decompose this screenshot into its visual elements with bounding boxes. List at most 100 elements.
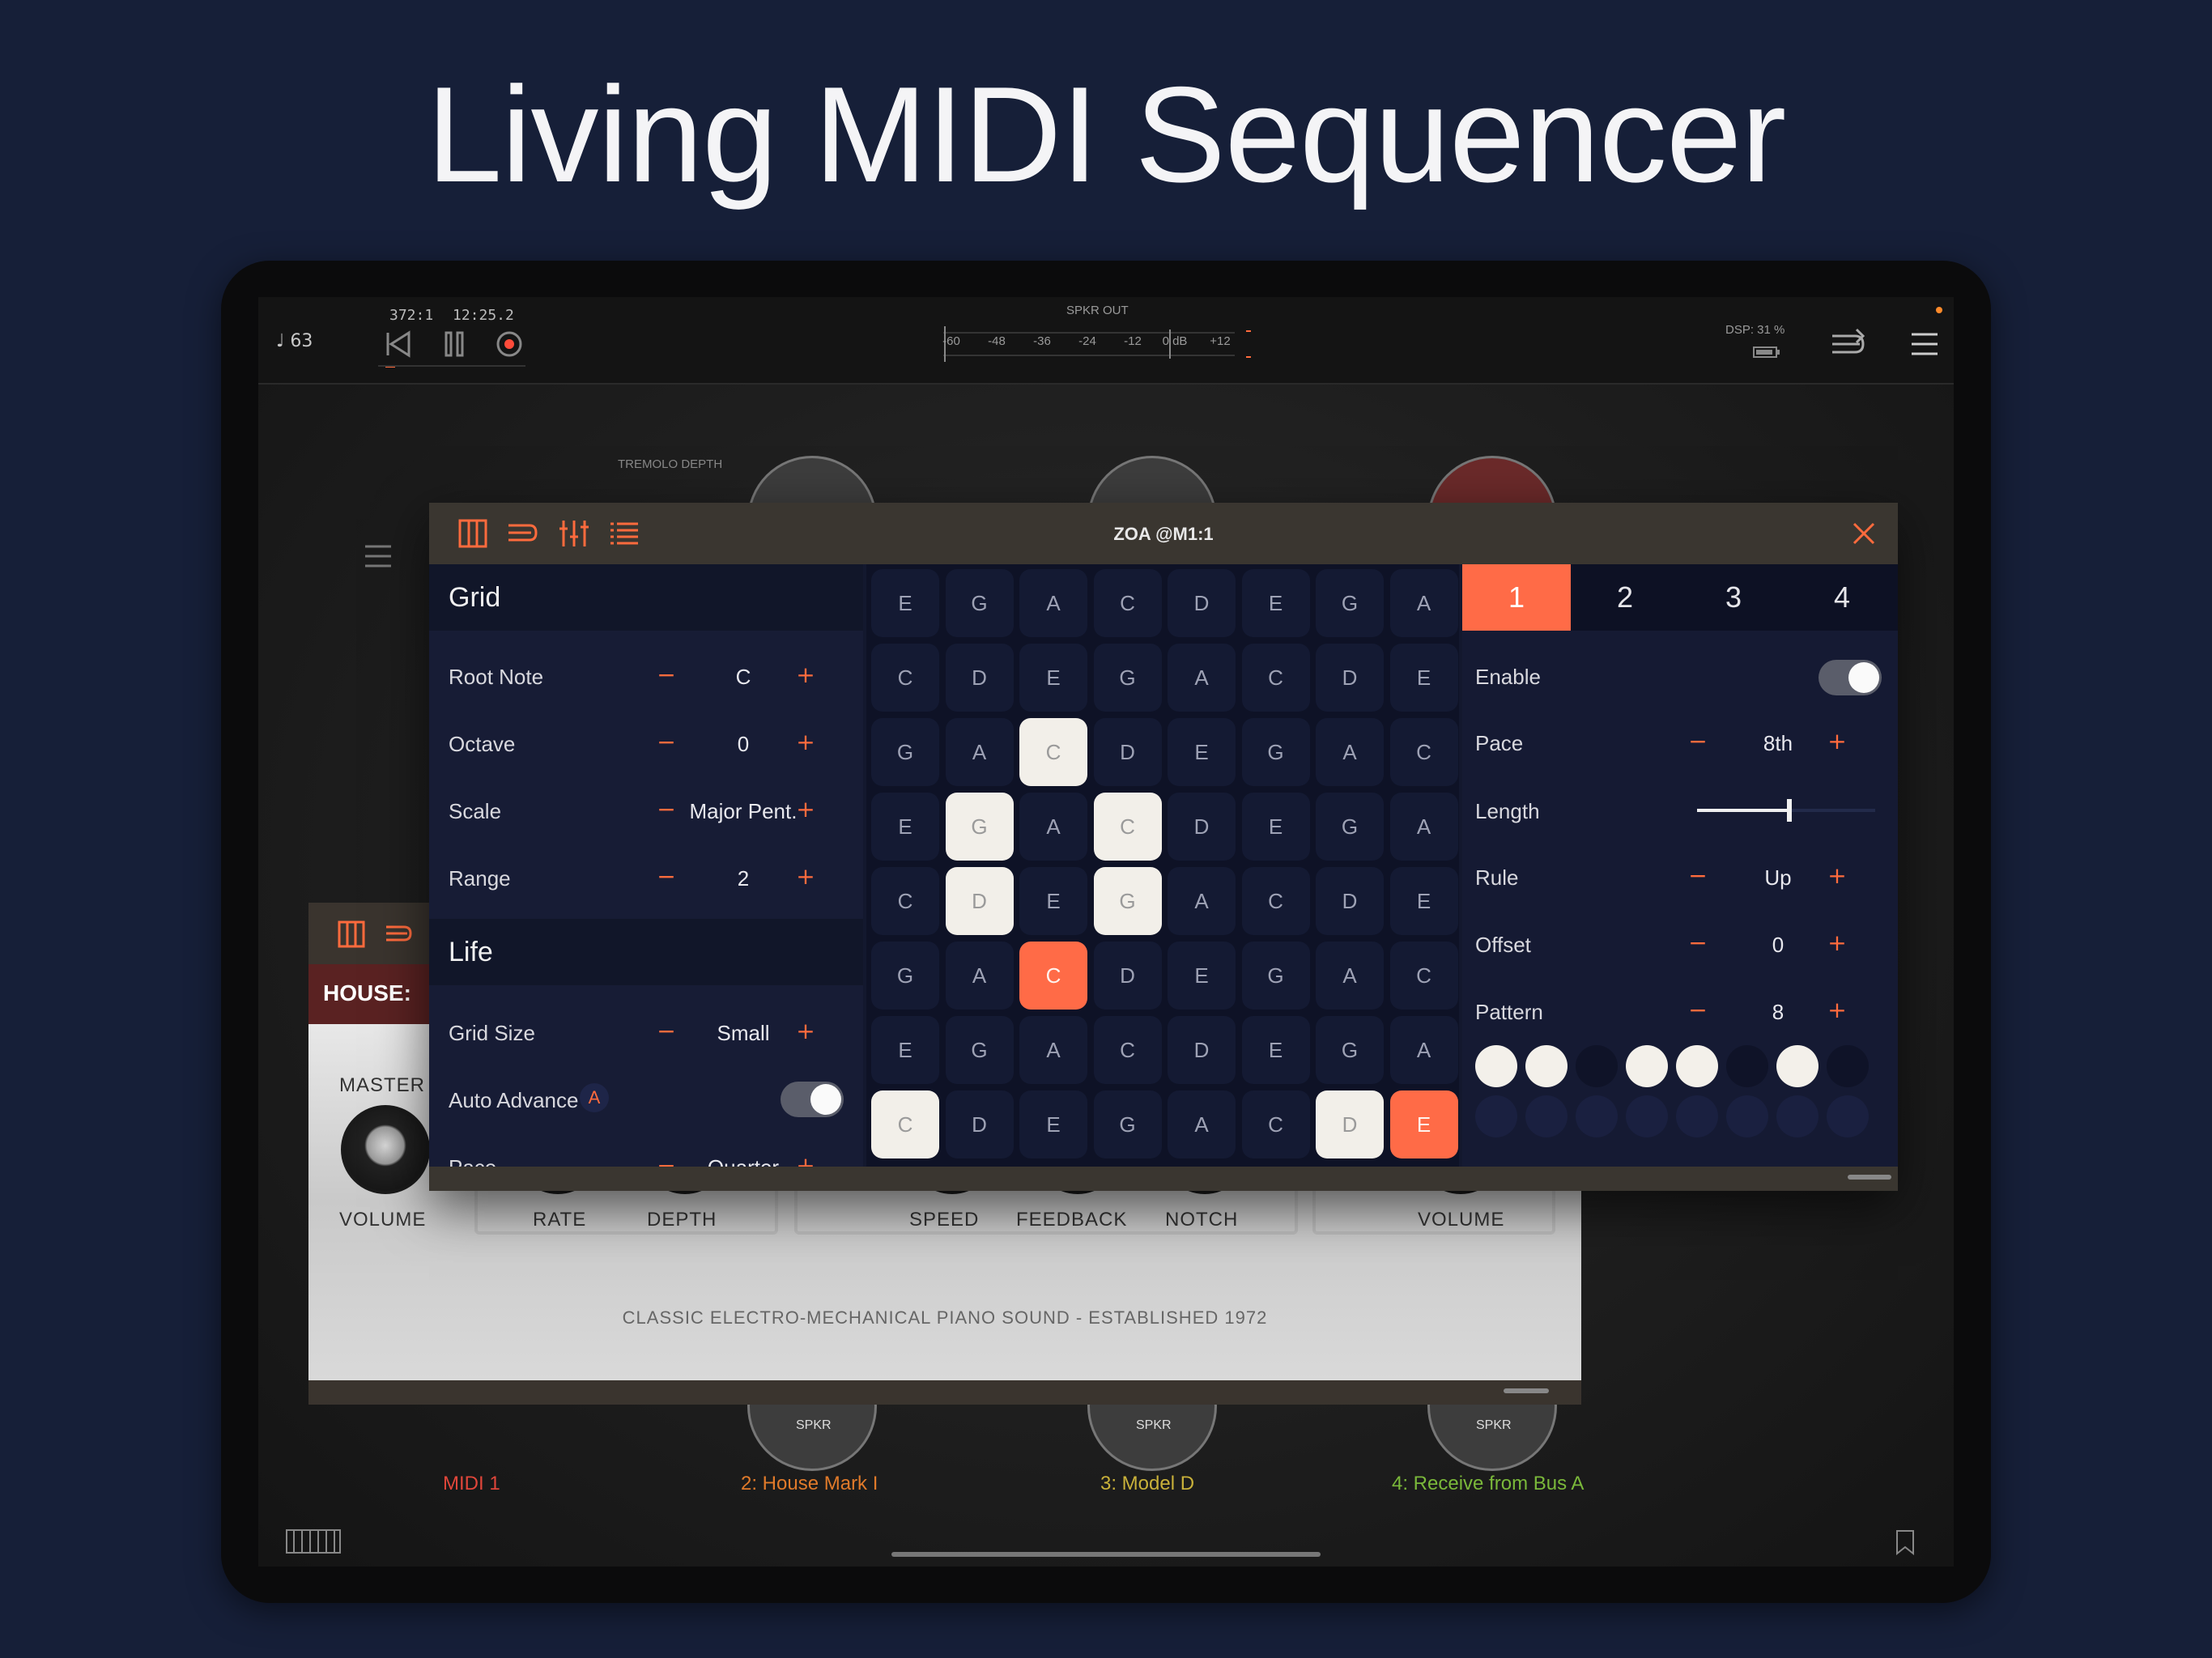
tab-4[interactable]: 4 (1833, 580, 1851, 614)
grid-cell[interactable]: E (1019, 867, 1087, 935)
grid-cell[interactable]: E (1168, 718, 1236, 786)
decrement-button[interactable]: − (657, 1018, 676, 1044)
pattern-step[interactable] (1676, 1045, 1718, 1087)
grid-cell[interactable]: C (1389, 942, 1458, 1010)
decrement-button[interactable]: − (657, 729, 676, 755)
offset-increment[interactable]: + (1827, 929, 1847, 956)
routing-tab-button[interactable] (385, 920, 414, 951)
grid-cell[interactable]: A (1019, 1016, 1087, 1084)
grid-cell[interactable]: G (945, 793, 1014, 861)
auto-advance-toggle[interactable] (781, 1082, 844, 1117)
grid-cell[interactable]: G (1093, 1090, 1162, 1158)
grid-cell[interactable]: C (1019, 718, 1087, 786)
bookmark-button[interactable] (1894, 1529, 1916, 1558)
grid-cell[interactable]: C (1241, 867, 1310, 935)
grid-cell[interactable]: E (871, 569, 939, 637)
grid-cell[interactable]: D (1316, 867, 1384, 935)
pause-button[interactable] (438, 328, 470, 363)
track-label-model-d[interactable]: 3: Model D (1100, 1473, 1195, 1494)
grid-cell[interactable]: D (945, 1090, 1014, 1158)
pattern-step[interactable] (1576, 1045, 1618, 1087)
grid-cell[interactable]: E (1389, 1090, 1458, 1158)
grid-cell[interactable]: A (1168, 644, 1236, 712)
grid-cell[interactable]: G (1241, 718, 1310, 786)
track-label-house[interactable]: 2: House Mark I (741, 1473, 878, 1494)
tab-3[interactable]: 3 (1725, 580, 1742, 614)
grid-cell[interactable]: C (1389, 718, 1458, 786)
pattern-step-inactive[interactable] (1827, 1095, 1869, 1137)
grid-cell[interactable]: C (1093, 793, 1162, 861)
record-button[interactable] (493, 328, 525, 363)
grid-cell[interactable]: D (1093, 718, 1162, 786)
grid-cell[interactable]: D (1316, 1090, 1384, 1158)
increment-button[interactable]: + (796, 1152, 815, 1167)
grid-cell[interactable]: G (1316, 793, 1384, 861)
enable-toggle[interactable] (1819, 660, 1882, 695)
grid-cell[interactable]: C (871, 1090, 939, 1158)
grid-cell[interactable]: G (1316, 569, 1384, 637)
pattern-step[interactable] (1525, 1045, 1568, 1087)
grid-cell[interactable]: A (1316, 718, 1384, 786)
rule-decrement[interactable]: − (1688, 862, 1708, 889)
increment-button[interactable]: + (796, 729, 815, 755)
grid-cell[interactable]: E (1241, 793, 1310, 861)
grid-cell[interactable]: E (871, 793, 939, 861)
grid-cell[interactable]: A (945, 718, 1014, 786)
mixer-tab-button[interactable] (559, 519, 589, 551)
grid-cell[interactable]: C (1019, 942, 1087, 1010)
grid-cell[interactable]: A (1316, 942, 1384, 1010)
decrement-button[interactable]: − (657, 661, 676, 688)
offset-decrement[interactable]: − (1688, 929, 1708, 956)
resize-handle[interactable] (1504, 1388, 1549, 1393)
grid-cell[interactable]: E (1019, 1090, 1087, 1158)
grid-cell[interactable]: G (871, 942, 939, 1010)
increment-button[interactable]: + (796, 661, 815, 688)
pattern-step-inactive[interactable] (1576, 1095, 1618, 1137)
pattern-step[interactable] (1827, 1045, 1869, 1087)
resize-handle[interactable] (1848, 1175, 1891, 1180)
tempo-readout[interactable]: ♩ 63 (276, 331, 313, 351)
decrement-button[interactable]: − (657, 1152, 676, 1167)
pace-increment[interactable]: + (1827, 728, 1847, 755)
grid-cell[interactable]: D (1168, 793, 1236, 861)
grid-cell[interactable]: A (1389, 793, 1458, 861)
grid-cell[interactable]: D (1168, 1016, 1236, 1084)
grid-cell[interactable]: A (1019, 793, 1087, 861)
grid-cell[interactable]: E (1168, 942, 1236, 1010)
rule-increment[interactable]: + (1827, 862, 1847, 889)
pattern-step[interactable] (1726, 1045, 1768, 1087)
grid-cell[interactable]: E (1241, 1016, 1310, 1084)
tab-1[interactable]: 1 (1462, 564, 1571, 631)
length-slider-track[interactable] (1697, 799, 1875, 822)
decrement-button[interactable]: − (657, 796, 676, 823)
decrement-button[interactable]: − (657, 863, 676, 890)
master-volume-knob[interactable] (341, 1105, 430, 1194)
routing-button[interactable] (1827, 326, 1868, 365)
grid-cell[interactable]: D (945, 644, 1014, 712)
track-label-bus[interactable]: 4: Receive from Bus A (1392, 1473, 1585, 1494)
keyboard-button[interactable] (286, 1529, 341, 1557)
keys-tab-button[interactable] (338, 920, 365, 951)
grid-cell[interactable]: E (1389, 867, 1458, 935)
track-label-midi[interactable]: MIDI 1 (443, 1473, 500, 1494)
grid-cell[interactable]: G (945, 1016, 1014, 1084)
grid-cell[interactable]: G (871, 718, 939, 786)
grid-cell[interactable]: D (1093, 942, 1162, 1010)
grid-cell[interactable]: A (1019, 569, 1087, 637)
increment-button[interactable]: + (796, 1018, 815, 1044)
grid-cell[interactable]: A (945, 942, 1014, 1010)
grid-cell[interactable]: C (1093, 569, 1162, 637)
pace-decrement[interactable]: − (1688, 728, 1708, 755)
pattern-step[interactable] (1626, 1045, 1668, 1087)
grid-cell[interactable]: G (945, 569, 1014, 637)
grid-cell[interactable]: E (1019, 644, 1087, 712)
routing-tab-button[interactable] (507, 519, 539, 551)
grid-cell[interactable]: D (1316, 644, 1384, 712)
pattern-step[interactable] (1776, 1045, 1819, 1087)
close-button[interactable] (1851, 521, 1877, 550)
grid-cell[interactable]: C (871, 644, 939, 712)
grid-cell[interactable]: C (1241, 1090, 1310, 1158)
rewind-button[interactable] (381, 328, 414, 363)
canvas-menu-button[interactable] (362, 540, 394, 576)
grid-cell[interactable]: C (871, 867, 939, 935)
